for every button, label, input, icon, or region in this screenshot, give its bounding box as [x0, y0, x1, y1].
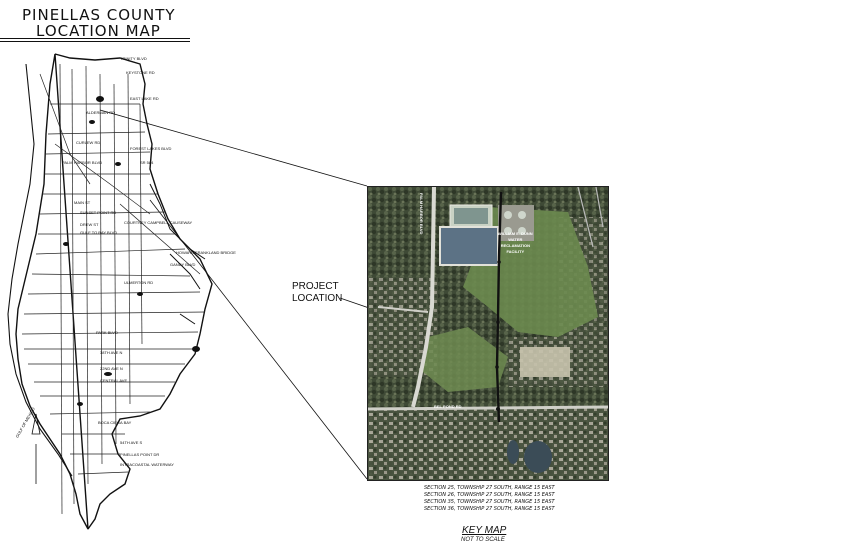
key-map-aerial: PALM HARBOR BLVD BEL POND RD WILLIAM E. …: [367, 186, 609, 481]
bay-shoreline: [149, 183, 206, 325]
road-grid: [21, 63, 206, 515]
label-54th-ave: 54TH AVE S: [120, 440, 143, 445]
title-underline: [0, 38, 190, 39]
label-alderman: ALDERMAN RD: [86, 110, 116, 115]
key-map-title: KEY MAP: [462, 525, 507, 536]
facility-label: WILLIAM E. DUNN WATER RECLAMATION FACILI…: [498, 231, 533, 254]
label-palm-harbor: PALM HARBOR BLVD: [62, 160, 103, 165]
label-howard-frankland: HOWARD FRANKLAND BRIDGE: [176, 250, 236, 255]
north-arrow-icon: [31, 413, 41, 435]
section-line: SECTION 26, TOWNSHIP 27 SOUTH, RANGE 15 …: [424, 492, 555, 498]
label-gandy: GANDY BLVD: [170, 262, 196, 267]
county-outline: [15, 53, 213, 530]
scale-note: NOT TO SCALE: [461, 537, 505, 543]
label-main-st: MAIN ST: [74, 200, 91, 205]
label-park-blvd: PARK BLVD: [96, 330, 118, 335]
section-line: SECTION 25, TOWNSHIP 27 SOUTH, RANGE 15 …: [424, 485, 555, 491]
aerial-image: [368, 187, 608, 480]
map-title-line2: LOCATION MAP: [36, 22, 161, 40]
title-underline-double: [0, 41, 190, 42]
label-22nd-ave: 22ND AVE N: [100, 366, 123, 371]
label-forest-lakes: FOREST LAKES BLVD: [130, 146, 172, 151]
label-curlew: CURLEW RD: [76, 140, 101, 145]
section-line: SECTION 36, TOWNSHIP 27 SOUTH, RANGE 15 …: [424, 506, 555, 512]
label-boca-ciega: BOCA CIEGA BAY: [98, 420, 132, 425]
map-title-line1: PINELLAS COUNTY: [22, 6, 176, 24]
road-label-bel-pond: BEL POND RD: [434, 404, 462, 409]
label-sunset-point: SUNSET POINT RD: [80, 210, 117, 215]
label-38th-ave: 38TH AVE N: [100, 350, 123, 355]
barrier-islands: [7, 63, 73, 477]
label-drew-st: DREW ST: [80, 222, 99, 227]
label-gulf-to-bay: GULF TO BAY BLVD: [80, 230, 118, 235]
label-courtney: COURTNEY CAMPBELL CAUSEWAY: [124, 220, 193, 225]
label-sr584: SR 584: [140, 160, 154, 165]
label-pinellas-point: PINELLAS POINT DR: [120, 452, 160, 457]
label-east-lake: EAST LAKE RD: [130, 96, 159, 101]
project-location-label: PROJECT LOCATION: [292, 281, 343, 304]
label-keystone: KEYSTONE RD: [126, 70, 155, 75]
section-line: SECTION 35, TOWNSHIP 27 SOUTH, RANGE 15 …: [424, 499, 555, 505]
lakes: [63, 96, 200, 406]
road-label-palm-harbor: PALM HARBOR BLVD: [419, 193, 424, 235]
label-trinity: TRINITY BLVD: [120, 56, 147, 61]
county-map: [7, 53, 213, 530]
label-central-ave: CENTRAL AVE: [100, 378, 128, 383]
label-intracoastal: INTRACOASTAL WATERWAY: [120, 462, 174, 467]
label-ulmerton: ULMERTON RD: [124, 280, 154, 285]
